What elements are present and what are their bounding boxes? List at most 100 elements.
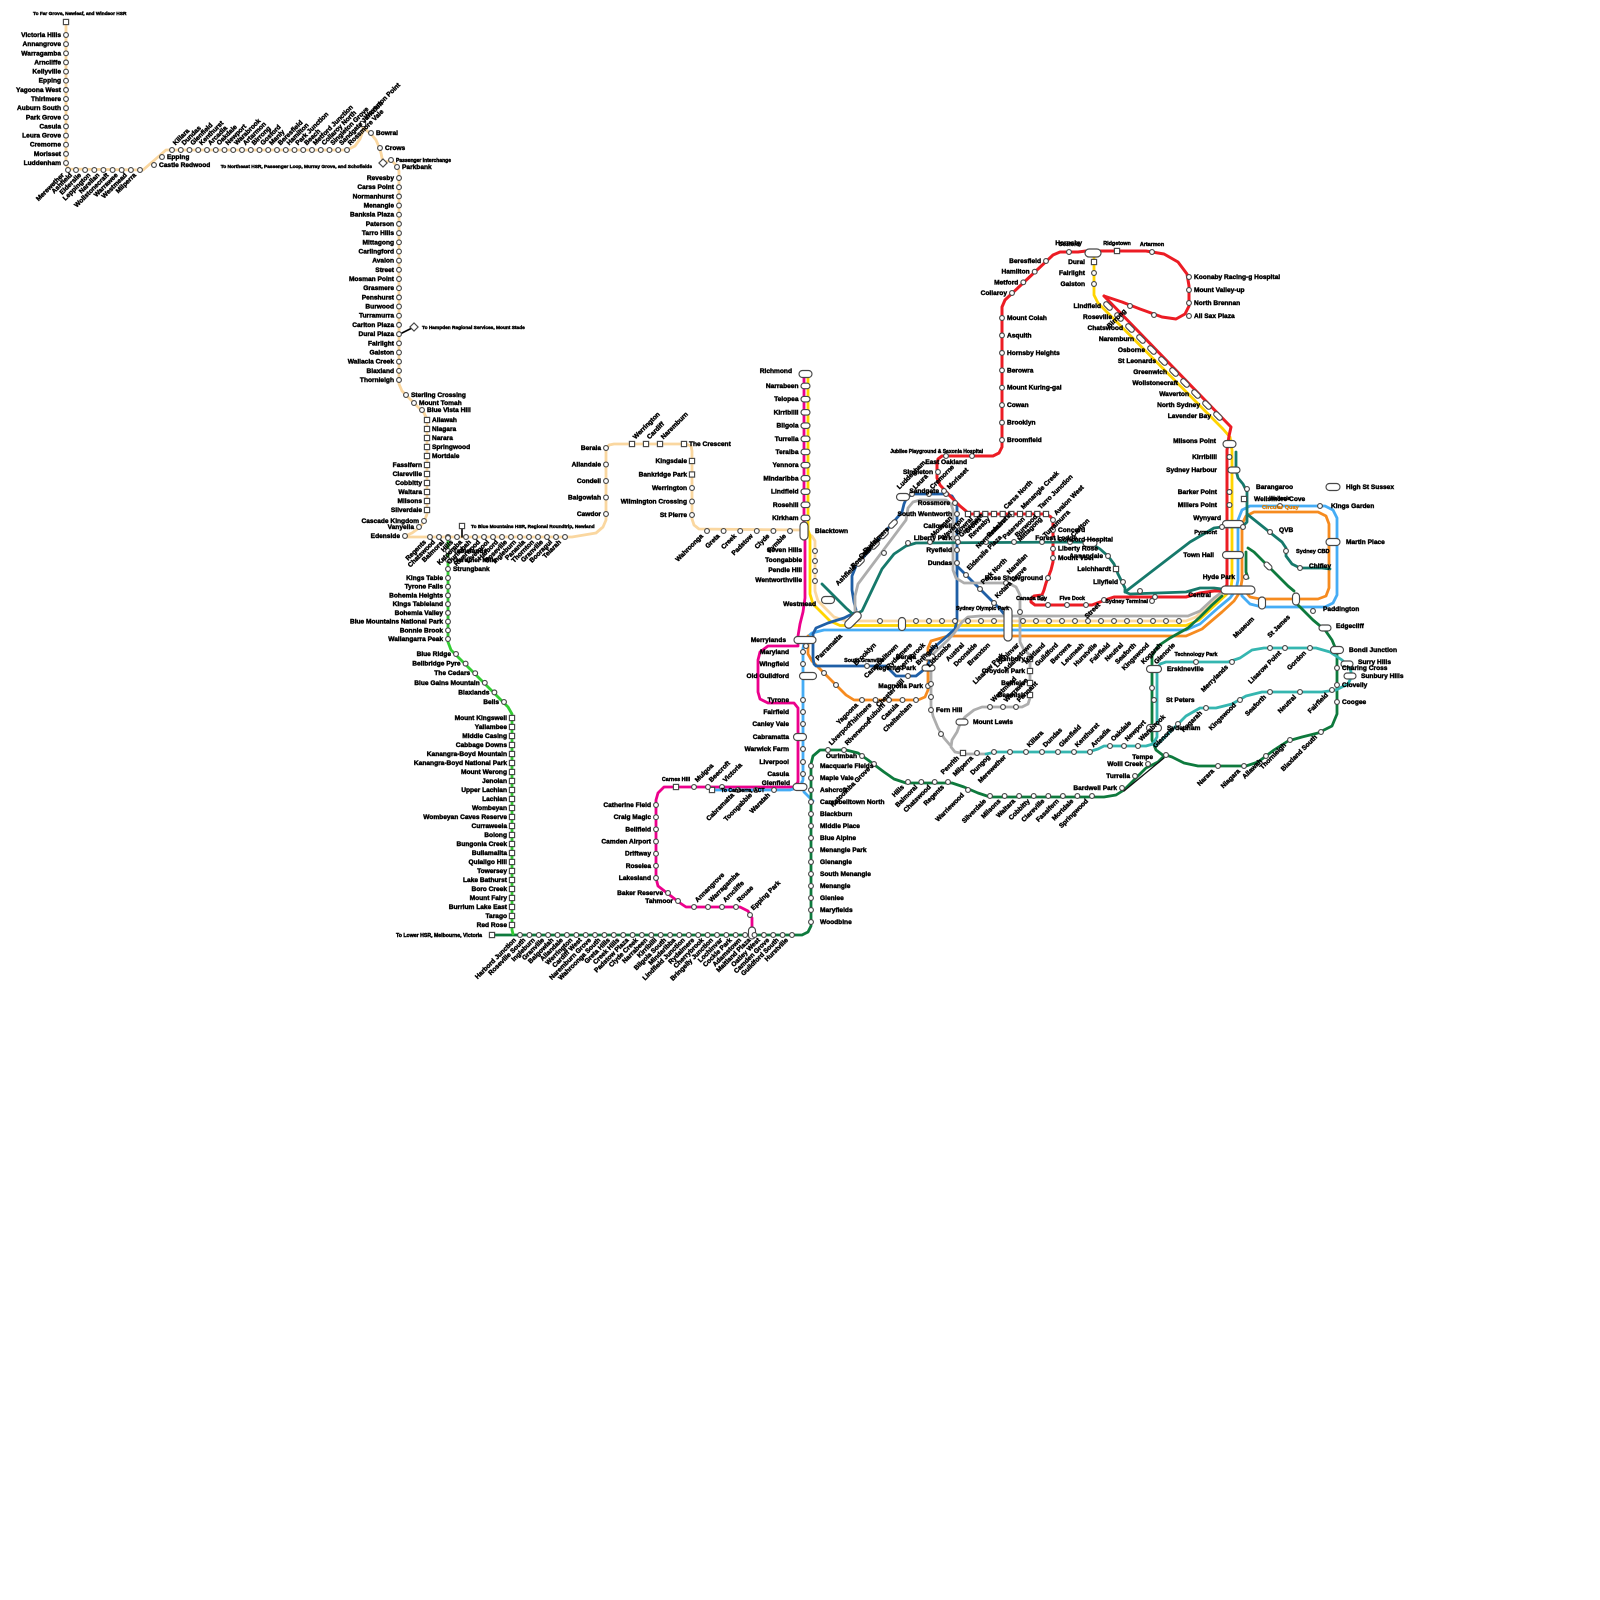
svg-text:Condell: Condell: [577, 478, 601, 485]
svg-text:Jenolan: Jenolan: [482, 778, 507, 785]
svg-text:Dural: Dural: [1068, 259, 1085, 266]
svg-text:Cobbitty: Cobbitty: [395, 480, 422, 487]
svg-text:St Peters: St Peters: [1166, 697, 1195, 704]
svg-text:Wombeyan: Wombeyan: [472, 805, 507, 812]
svg-text:Glenfield: Glenfield: [762, 780, 790, 787]
svg-text:Technology Park: Technology Park: [1174, 652, 1217, 658]
svg-text:St Pierre: St Pierre: [660, 512, 687, 519]
svg-text:North Sydney: North Sydney: [1157, 402, 1200, 409]
svg-text:Fassifern: Fassifern: [393, 462, 422, 469]
svg-text:To Northeast HSR, Passenger Lo: To Northeast HSR, Passenger Loop, Murray…: [221, 164, 373, 170]
svg-text:Belfield: Belfield: [1001, 680, 1025, 687]
svg-text:Baker Reserve: Baker Reserve: [617, 890, 663, 897]
svg-text:Hornsby Heights: Hornsby Heights: [1007, 350, 1060, 357]
svg-text:Yagoona West: Yagoona West: [16, 87, 62, 94]
svg-text:Kings Table: Kings Table: [406, 575, 443, 582]
svg-text:Town Hall: Town Hall: [1183, 552, 1214, 559]
svg-text:Berala: Berala: [581, 445, 601, 452]
svg-text:Beresfield: Beresfield: [1009, 258, 1041, 265]
svg-text:Leura Grove: Leura Grove: [22, 133, 61, 140]
svg-text:Bolong: Bolong: [484, 832, 507, 839]
svg-text:Warragamba: Warragamba: [21, 50, 61, 57]
svg-text:Pendle Hill: Pendle Hill: [768, 567, 802, 574]
svg-text:Croydon Park: Croydon Park: [982, 668, 1026, 675]
svg-text:Park Grove: Park Grove: [26, 114, 62, 121]
svg-text:Niagara: Niagara: [432, 426, 457, 433]
svg-text:Mount Kingswell: Mount Kingswell: [455, 715, 508, 722]
svg-text:Blue Mountains National Park: Blue Mountains National Park: [350, 619, 443, 626]
svg-text:Morisset: Morisset: [34, 151, 62, 158]
svg-text:Gardiner Mills: Gardiner Mills: [453, 557, 497, 564]
svg-text:Tyrone Falls: Tyrone Falls: [405, 584, 444, 591]
svg-text:Craig Magic: Craig Magic: [614, 814, 652, 821]
svg-text:Liverpool: Liverpool: [759, 759, 789, 766]
svg-text:Campbelltown North: Campbelltown North: [820, 799, 884, 806]
svg-text:Wombeyan Caves Reserve: Wombeyan Caves Reserve: [423, 814, 507, 821]
svg-text:Burrium Lake East: Burrium Lake East: [449, 904, 508, 911]
svg-text:Greenwich: Greenwich: [1133, 369, 1167, 376]
svg-text:Barker Point: Barker Point: [1178, 489, 1218, 496]
svg-text:Mount Valley-up: Mount Valley-up: [1194, 287, 1245, 294]
svg-text:Allandale: Allandale: [572, 462, 602, 469]
svg-text:Mount Fairy: Mount Fairy: [470, 895, 508, 902]
svg-text:Strungbank: Strungbank: [453, 566, 490, 573]
svg-text:Burwood: Burwood: [365, 304, 394, 311]
svg-text:Erskineville: Erskineville: [1167, 666, 1204, 673]
svg-text:Asquith: Asquith: [1007, 332, 1032, 339]
svg-text:Bondi Junction: Bondi Junction: [1349, 647, 1397, 654]
svg-text:Beamish: Beamish: [998, 692, 1026, 699]
svg-text:Wolli Creek: Wolli Creek: [1107, 761, 1143, 768]
svg-text:East Oakland: East Oakland: [925, 459, 967, 466]
svg-text:Waverton: Waverton: [1159, 391, 1189, 398]
svg-text:Banksia Plaza: Banksia Plaza: [350, 212, 394, 219]
svg-text:Koonaby Racing-g Hospital: Koonaby Racing-g Hospital: [1194, 274, 1280, 281]
svg-text:Bowral: Bowral: [376, 130, 398, 137]
svg-text:Woodbine: Woodbine: [820, 919, 852, 926]
svg-text:Lilyfield: Lilyfield: [1093, 579, 1118, 586]
svg-text:Concord: Concord: [1058, 527, 1085, 534]
svg-text:Middle Casing: Middle Casing: [462, 733, 507, 740]
svg-text:Kanangra-Boyd National Park: Kanangra-Boyd National Park: [414, 760, 507, 767]
svg-text:Fairfield: Fairfield: [763, 709, 789, 716]
svg-text:Blackburn: Blackburn: [820, 811, 852, 818]
svg-text:Warwick Farm: Warwick Farm: [745, 746, 790, 753]
svg-text:The Crescent: The Crescent: [689, 441, 732, 448]
svg-text:Mindaribba: Mindaribba: [763, 475, 799, 482]
svg-text:Martin Place: Martin Place: [1346, 539, 1385, 546]
svg-text:Narrabeen: Narrabeen: [766, 383, 799, 390]
svg-text:Catherine Field: Catherine Field: [603, 802, 651, 809]
svg-text:Magnolia Park: Magnolia Park: [878, 683, 923, 690]
svg-text:Victoria Hills: Victoria Hills: [21, 32, 61, 39]
svg-text:Singleton: Singleton: [903, 469, 933, 476]
svg-text:Tarro Hills: Tarro Hills: [362, 230, 394, 237]
svg-text:Central: Central: [1188, 592, 1211, 599]
svg-text:Maple Vale: Maple Vale: [820, 775, 854, 782]
svg-text:Crows: Crows: [385, 145, 405, 152]
svg-text:Blue Gains Mountain: Blue Gains Mountain: [414, 680, 480, 687]
svg-text:Blue Vista Hill: Blue Vista Hill: [427, 407, 471, 414]
svg-text:Wingfield: Wingfield: [759, 661, 789, 668]
svg-text:Circular Quay: Circular Quay: [1262, 505, 1300, 511]
svg-text:Narara: Narara: [432, 435, 453, 442]
svg-text:Bellfield: Bellfield: [625, 826, 651, 833]
svg-text:Parkbank: Parkbank: [402, 164, 432, 171]
svg-text:South Menangle: South Menangle: [820, 871, 871, 878]
svg-text:Ryefield: Ryefield: [926, 547, 952, 554]
svg-text:Canada Bay: Canada Bay: [1016, 596, 1047, 602]
svg-text:Callowell: Callowell: [923, 523, 952, 530]
svg-text:Galston: Galston: [369, 350, 394, 357]
svg-text:Hornsby: Hornsby: [1055, 240, 1082, 247]
svg-text:Cowan: Cowan: [1007, 402, 1029, 409]
svg-text:Jubilee Playground & Saxonia H: Jubilee Playground & Saxonia Hospital: [890, 449, 983, 455]
svg-text:Mosman Point: Mosman Point: [349, 276, 395, 283]
svg-text:Bells: Bells: [483, 699, 499, 706]
svg-text:Epping: Epping: [39, 78, 61, 85]
svg-text:Epping: Epping: [167, 154, 189, 161]
svg-text:Passenger Interchange: Passenger Interchange: [396, 158, 451, 164]
svg-text:Lavender Bay: Lavender Bay: [1168, 413, 1212, 420]
svg-text:Carss Point: Carss Point: [357, 184, 394, 191]
svg-text:Canley Vale: Canley Vale: [752, 721, 789, 728]
svg-text:Wallacia Creek: Wallacia Creek: [348, 359, 395, 366]
svg-text:Wallangarra Peak: Wallangarra Peak: [388, 636, 443, 643]
svg-text:Sydney Harbour: Sydney Harbour: [1166, 467, 1217, 474]
